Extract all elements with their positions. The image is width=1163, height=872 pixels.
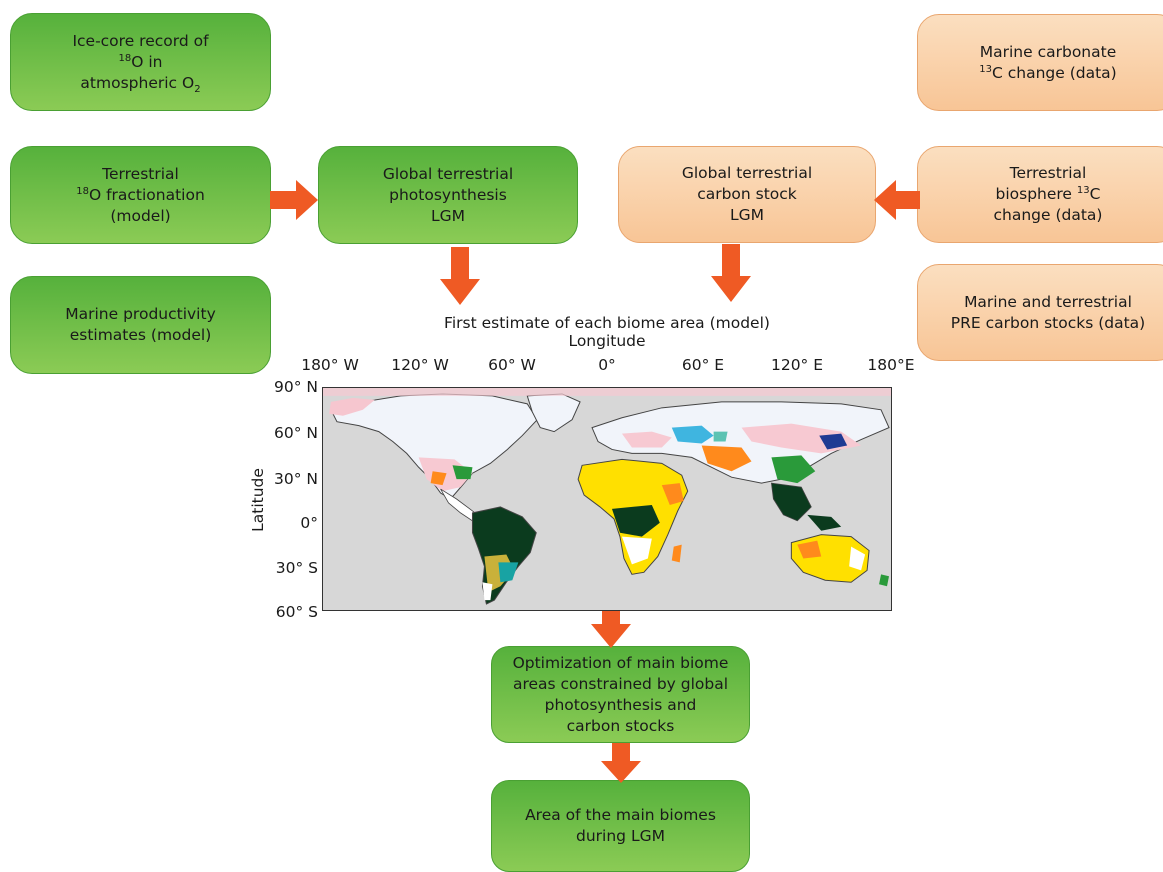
lat-tick: 90° N bbox=[274, 378, 318, 396]
map-title: First estimate of each biome area (model… bbox=[444, 314, 770, 332]
lon-tick: 60° E bbox=[681, 356, 725, 374]
lat-tick: 30° S bbox=[275, 559, 318, 577]
down-arrow-icon bbox=[711, 244, 751, 302]
lat-tick: 60° S bbox=[275, 603, 318, 621]
marine-carbonate-box: Marine carbonate 13C change (data) bbox=[917, 14, 1163, 111]
optimization-line2: areas constrained by global bbox=[512, 674, 729, 693]
marine-prod-line2: estimates (model) bbox=[69, 326, 212, 344]
terr-frac-line1: Terrestrial bbox=[102, 164, 179, 183]
ice-core-line1: Ice-core record of bbox=[72, 31, 209, 50]
down-arrow-icon bbox=[601, 743, 641, 783]
optimization-line3: photosynthesis and bbox=[544, 695, 697, 714]
ice-core-box: Ice-core record of 18O in atmospheric O2 bbox=[10, 13, 271, 111]
down-arrow-icon bbox=[591, 592, 631, 648]
lat-tick: 30° N bbox=[274, 470, 318, 488]
global-carbon-line2: carbon stock bbox=[697, 185, 797, 203]
terr-bio-line2b: C bbox=[1089, 185, 1101, 203]
marine-carb-sup: 13 bbox=[979, 63, 992, 75]
terrestrial-biosphere-box: Terrestrial biosphere 13C change (data) bbox=[917, 146, 1163, 243]
down-arrow-icon bbox=[440, 247, 480, 305]
terr-frac-sup: 18 bbox=[76, 185, 89, 197]
area-biomes-line2: during LGM bbox=[576, 827, 665, 845]
left-arrow-icon bbox=[874, 180, 920, 220]
terr-frac-line3: (model) bbox=[110, 206, 171, 225]
terrestrial-fractionation-box: Terrestrial 18O fractionation (model) bbox=[10, 146, 271, 244]
optimization-line1: Optimization of main biome bbox=[512, 653, 729, 672]
area-biomes-line1: Area of the main biomes bbox=[525, 806, 716, 824]
global-carbon-line1: Global terrestrial bbox=[681, 164, 813, 182]
lat-tick: 0° bbox=[300, 514, 318, 532]
ice-core-sup: 18 bbox=[118, 52, 132, 64]
area-biomes-box: Area of the main biomes during LGM bbox=[491, 780, 750, 872]
marine-prod-line1: Marine productivity bbox=[65, 305, 216, 323]
map-xlabel: Longitude bbox=[568, 332, 646, 350]
global-carbon-line3: LGM bbox=[729, 206, 764, 224]
terr-bio-line3: change (data) bbox=[993, 206, 1103, 224]
map-ylabel: Latitude bbox=[249, 468, 267, 532]
world-biome-map bbox=[322, 387, 892, 611]
marine-terr-line2: PRE carbon stocks (data) bbox=[950, 313, 1146, 332]
marine-carb-line2: C change (data) bbox=[992, 63, 1117, 82]
optimization-line4: carbon stocks bbox=[566, 716, 675, 735]
marine-terrestrial-pre-box: Marine and terrestrial PRE carbon stocks… bbox=[917, 264, 1163, 361]
lon-tick: 120° W bbox=[391, 356, 449, 374]
terr-bio-sup: 13 bbox=[1076, 184, 1090, 196]
global-photo-line3: LGM bbox=[430, 206, 465, 225]
right-arrow-icon bbox=[270, 180, 318, 220]
optimization-box: Optimization of main biome areas constra… bbox=[491, 646, 750, 743]
ice-core-mid: O in bbox=[131, 52, 163, 71]
marine-terr-line1: Marine and terrestrial bbox=[964, 292, 1132, 311]
lon-tick: 60° W bbox=[488, 356, 536, 374]
global-photosynthesis-box: Global terrestrial photosynthesis LGM bbox=[318, 146, 578, 244]
terr-bio-line2a: biosphere bbox=[995, 185, 1077, 203]
global-carbon-stock-box: Global terrestrial carbon stock LGM bbox=[618, 146, 876, 243]
lat-tick: 60° N bbox=[274, 424, 318, 442]
terr-bio-line1: Terrestrial bbox=[1009, 164, 1087, 182]
marine-productivity-box: Marine productivity estimates (model) bbox=[10, 276, 271, 374]
ice-core-line3: atmospheric O bbox=[80, 73, 195, 92]
lon-tick: 180°E bbox=[867, 356, 915, 374]
terr-frac-line2: O fractionation bbox=[88, 185, 205, 204]
marine-carb-line1: Marine carbonate bbox=[979, 42, 1117, 61]
lon-tick: 180° W bbox=[301, 356, 359, 374]
lon-tick: 0° bbox=[598, 356, 616, 374]
global-photo-line2: photosynthesis bbox=[389, 185, 507, 204]
ice-core-sub: 2 bbox=[194, 83, 201, 95]
lon-tick: 120° E bbox=[770, 356, 824, 374]
global-photo-line1: Global terrestrial bbox=[382, 164, 514, 183]
